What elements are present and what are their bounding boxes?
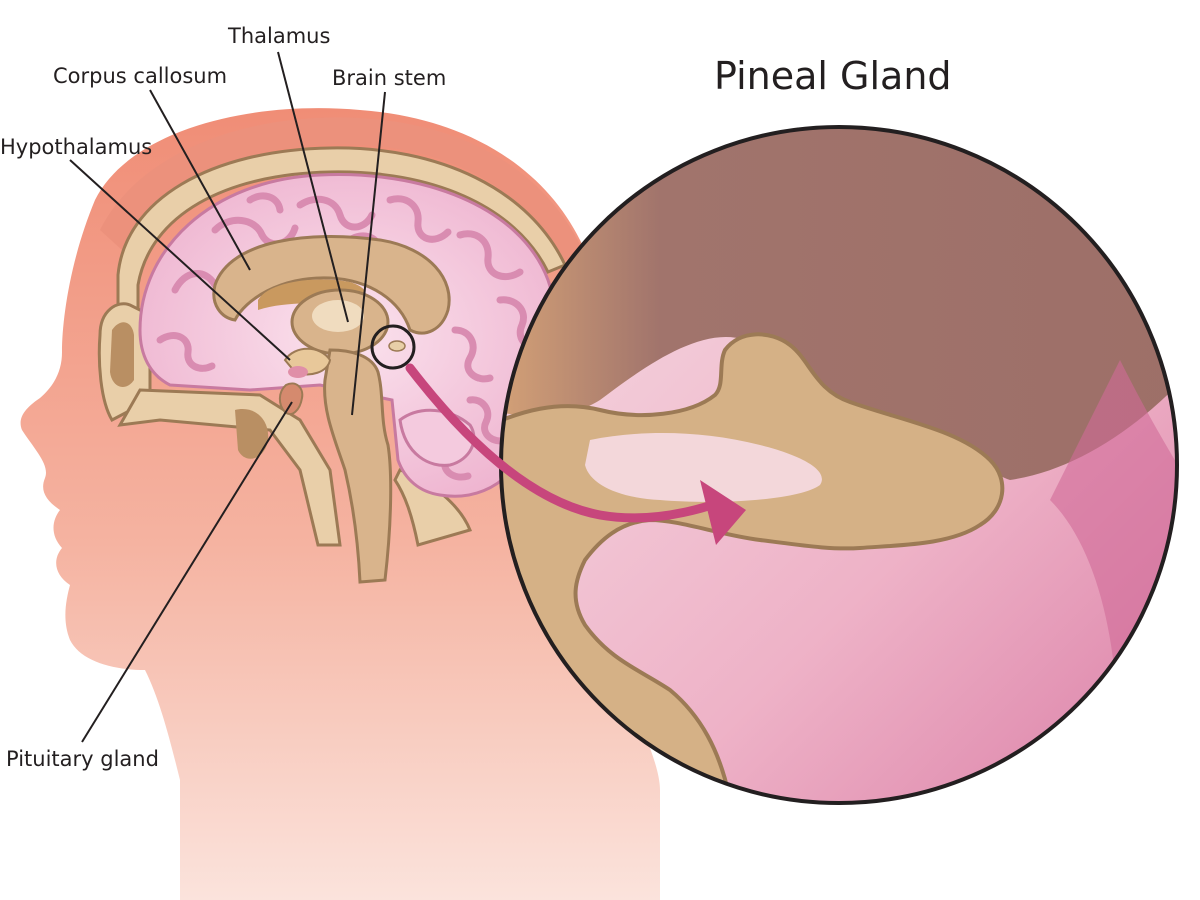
skull bbox=[97, 146, 568, 547]
label-pituitary-gland: Pituitary gland bbox=[6, 747, 159, 771]
label-thalamus: Thalamus bbox=[228, 24, 331, 48]
label-corpus-callosum: Corpus callosum bbox=[53, 64, 228, 88]
diagram-title: Pineal Gland bbox=[714, 54, 952, 98]
leader-lines bbox=[69, 51, 386, 743]
label-brain-stem: Brain stem bbox=[332, 66, 447, 90]
magnify-arrow bbox=[405, 363, 746, 545]
pineal-magnified-view bbox=[499, 125, 1179, 805]
label-hypothalamus: Hypothalamus bbox=[0, 135, 153, 159]
